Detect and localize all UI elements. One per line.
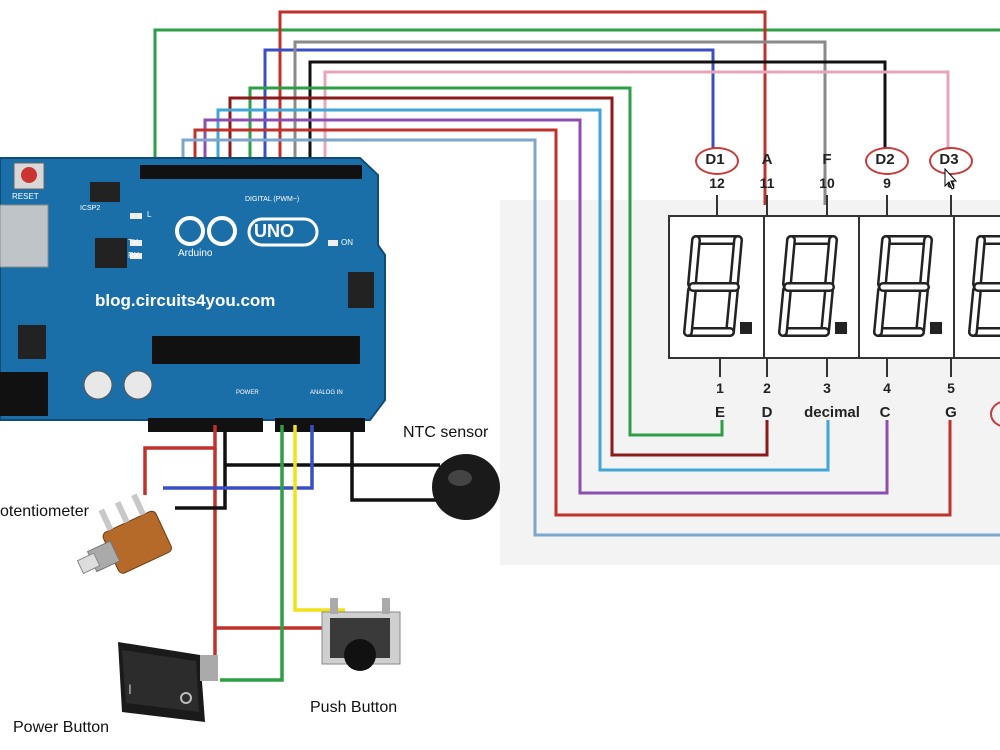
pin-bottom-num-3: 3 <box>823 380 831 396</box>
icsp2-header <box>90 182 120 202</box>
power-button-label: Power Button <box>13 719 110 736</box>
pin-bottom-name-2: D <box>761 404 773 421</box>
wire-red-a <box>278 10 767 205</box>
digital-header <box>140 165 362 179</box>
l-led <box>130 213 142 219</box>
pin-top-num-3: 10 <box>819 175 835 191</box>
pin-d3-circle <box>929 147 973 175</box>
digit-3 <box>858 215 956 359</box>
capacitor-2 <box>123 370 153 400</box>
pin-bottom-name-4: C <box>879 404 891 421</box>
power-header <box>148 418 263 432</box>
reset-button <box>21 167 37 183</box>
regulator <box>18 325 46 359</box>
analog-header <box>275 418 365 432</box>
usb-chip <box>95 238 127 268</box>
wire-green-top <box>153 28 1000 170</box>
pin-top-name-1: D1 <box>705 151 725 168</box>
board-on-label: ON <box>341 238 353 247</box>
ntc-sensor-label: NTC sensor <box>403 424 489 441</box>
wire-red-5v-pot <box>143 425 217 495</box>
pin-top-name-4: D2 <box>875 151 895 168</box>
wire-red-g <box>193 128 952 517</box>
tx-led <box>130 240 142 246</box>
board-icsp2-label: ICSP2 <box>80 205 101 212</box>
pin-d2-circle <box>865 147 909 175</box>
pin-top-name-2: A <box>761 151 773 168</box>
wire-black-gnd <box>175 425 227 510</box>
arduino-board <box>0 157 386 432</box>
mouse-cursor-icon <box>944 168 958 190</box>
wire-gray-f <box>293 40 827 205</box>
wire-yellow-button <box>293 425 345 612</box>
wire-blue-pot <box>163 425 314 490</box>
pin-bottom-num-1: 1 <box>716 380 724 396</box>
push-button <box>321 598 401 671</box>
power-jack <box>0 372 48 416</box>
board-model: UNO <box>254 221 294 241</box>
board-brand: Arduino <box>178 248 213 259</box>
board-reset-label: RESET <box>12 192 39 201</box>
pin-top-num-1: 12 <box>709 175 725 191</box>
main-chip <box>152 336 360 364</box>
board-tx-label: TX <box>128 238 139 247</box>
usb-port <box>0 204 49 268</box>
board-analog-label: ANALOG IN <box>310 390 343 396</box>
svg-text:I: I <box>128 681 132 697</box>
pin-bottom-name-3: decimal <box>804 404 860 421</box>
board-digital-label: DIGITAL (PWM~) <box>245 196 300 203</box>
wire-green-e <box>248 86 724 437</box>
arduino-logo <box>175 216 319 247</box>
wire-black-d2 <box>308 60 887 170</box>
potentiometer-label: otentiometer <box>0 503 89 520</box>
pin-top-name-3: F <box>822 151 832 168</box>
wire-black-ntc-a <box>350 425 440 502</box>
push-button-label: Push Button <box>310 699 398 716</box>
digit-2 <box>763 215 861 359</box>
pin-bottom-name-1: E <box>714 404 725 421</box>
ntc-sensor <box>432 454 500 520</box>
pin-bottom-num-5: 5 <box>947 380 955 396</box>
capacitor-1 <box>83 370 113 400</box>
wire-purple-c <box>203 118 889 495</box>
pin-bottom-name-5: G <box>945 404 957 421</box>
wire-green-switch <box>220 425 284 682</box>
pin-d1-circle <box>695 147 739 175</box>
board-l-label: L <box>147 210 152 219</box>
icsp-header <box>348 272 374 308</box>
pin-top-name-5: D3 <box>939 151 959 168</box>
board-power-label: POWER <box>236 390 259 396</box>
rx-led <box>130 253 142 259</box>
digit-4 <box>953 215 1000 359</box>
pin-top-num-2: 11 <box>759 175 775 191</box>
board-website: blog.circuits4you.com <box>95 291 276 310</box>
board-rx-label: RX <box>128 251 140 260</box>
on-led <box>328 240 338 246</box>
pin-bottom-num-4: 4 <box>883 380 891 396</box>
digit-1 <box>668 215 766 359</box>
pin-bottom-num-2: 2 <box>763 380 771 396</box>
power-switch: I <box>118 642 218 722</box>
pin-top-num-4: 9 <box>883 175 891 191</box>
potentiometer <box>76 493 172 575</box>
wire-lightblue-long <box>181 138 1000 537</box>
